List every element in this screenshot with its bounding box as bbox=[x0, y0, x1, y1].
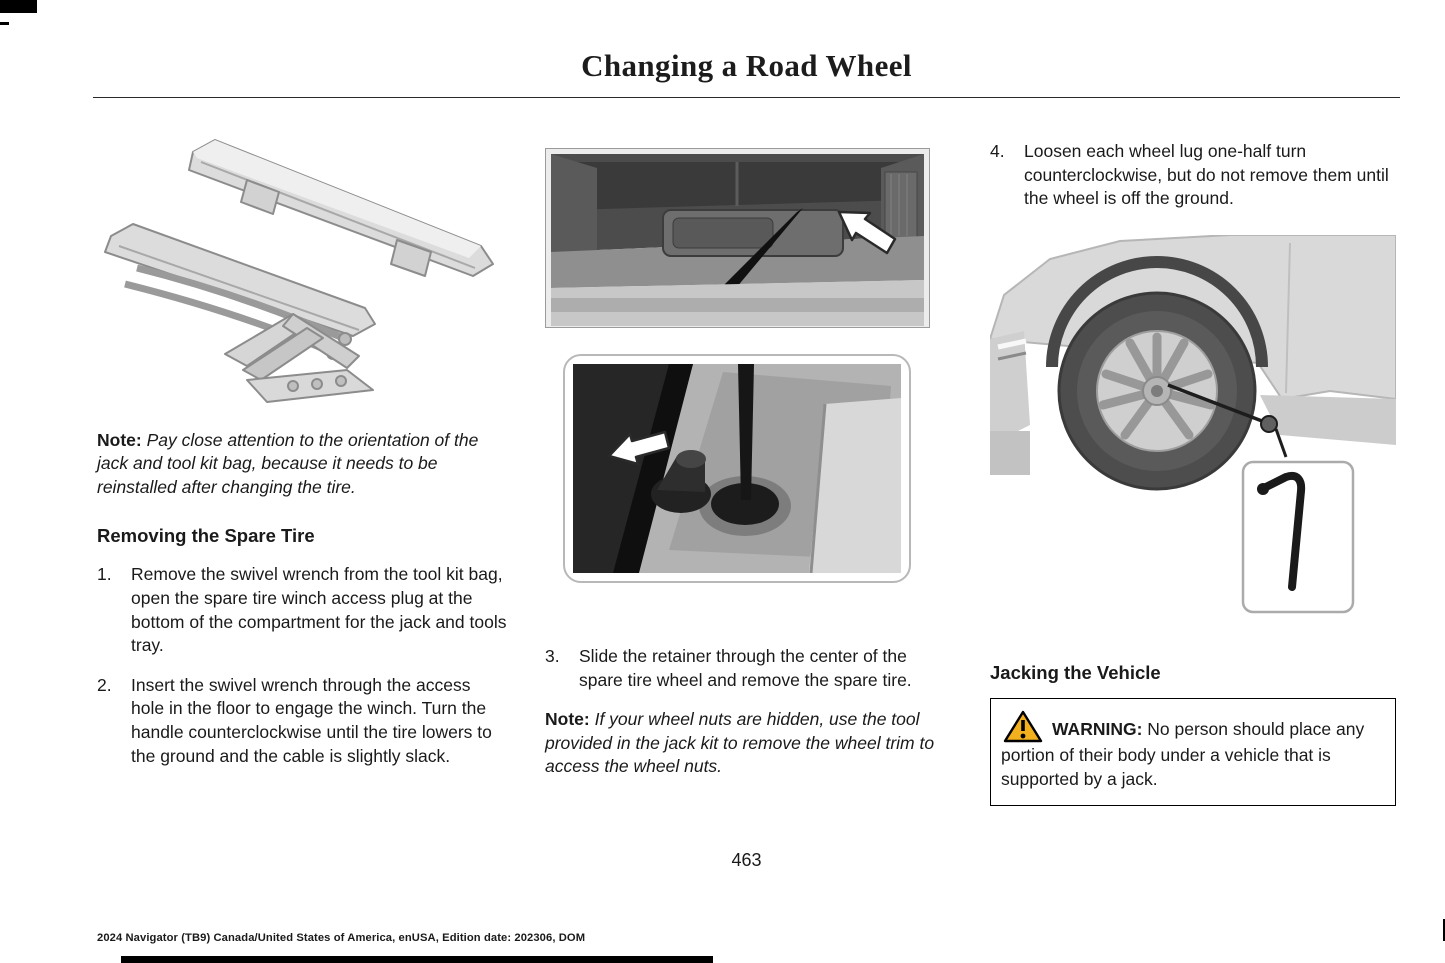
section-heading-removing-spare-tire: Removing the Spare Tire bbox=[97, 525, 315, 547]
note-label: Note: bbox=[545, 709, 590, 730]
page-header: Changing a Road Wheel bbox=[93, 0, 1400, 98]
step-text: Remove the swivel wrench from the tool k… bbox=[131, 564, 507, 656]
wheel-nuts-note: Note: If your wheel nuts are hidden, use… bbox=[545, 708, 948, 778]
edition-footer: 2024 Navigator (TB9) Canada/United State… bbox=[97, 932, 586, 944]
note-text: Pay close attention to the orientation o… bbox=[97, 430, 479, 497]
warning-triangle-icon bbox=[1003, 710, 1043, 744]
wheel-and-lug-illustration bbox=[988, 233, 1397, 622]
page-title: Changing a Road Wheel bbox=[581, 48, 912, 83]
step-number: 3. bbox=[545, 646, 560, 666]
warning-box: WARNING: No person should place any port… bbox=[990, 697, 1396, 807]
note-label: Note: bbox=[97, 430, 142, 450]
print-mark-bottom bbox=[121, 956, 713, 963]
left-column: Note: Pay close attention to the orienta… bbox=[97, 118, 507, 784]
middle-column: 3. Slide the retainer through the center… bbox=[545, 140, 948, 779]
page-number: 463 bbox=[731, 850, 762, 870]
step-4: 4. Loosen each wheel lug one-half turn c… bbox=[990, 140, 1396, 211]
step-1: 1. Remove the swivel wrench from the too… bbox=[97, 563, 507, 658]
step-text: Insert the swivel wrench through the acc… bbox=[131, 674, 492, 766]
header-rule bbox=[93, 97, 1400, 98]
step-3: 3. Slide the retainer through the center… bbox=[545, 645, 948, 692]
right-column: 4. Loosen each wheel lug one-half turn c… bbox=[988, 140, 1397, 807]
orientation-note: Note: Pay close attention to the orienta… bbox=[97, 429, 507, 499]
step-text: Loosen each wheel lug one-half turn coun… bbox=[1024, 141, 1389, 209]
print-mark-right-edge bbox=[1443, 919, 1445, 941]
warning-label: WARNING: bbox=[1052, 718, 1143, 739]
print-mark-top-left bbox=[0, 0, 37, 13]
print-mark-left-edge bbox=[0, 22, 9, 25]
step-number: 2. bbox=[97, 674, 112, 695]
cargo-area-illustration bbox=[545, 148, 948, 333]
step-number: 4. bbox=[990, 141, 1005, 161]
step-number: 1. bbox=[97, 564, 112, 585]
note-text: If your wheel nuts are hidden, use the t… bbox=[545, 709, 935, 777]
section-heading-jacking-the-vehicle: Jacking the Vehicle bbox=[990, 661, 1161, 683]
step-2: 2. Insert the swivel wrench through the … bbox=[97, 674, 507, 769]
step-text: Slide the retainer through the center of… bbox=[579, 646, 912, 690]
floor-access-plug-illustration bbox=[563, 354, 911, 583]
warning-text: No person should place any portion of th… bbox=[1001, 718, 1365, 789]
jack-and-tools-illustration bbox=[97, 118, 507, 413]
